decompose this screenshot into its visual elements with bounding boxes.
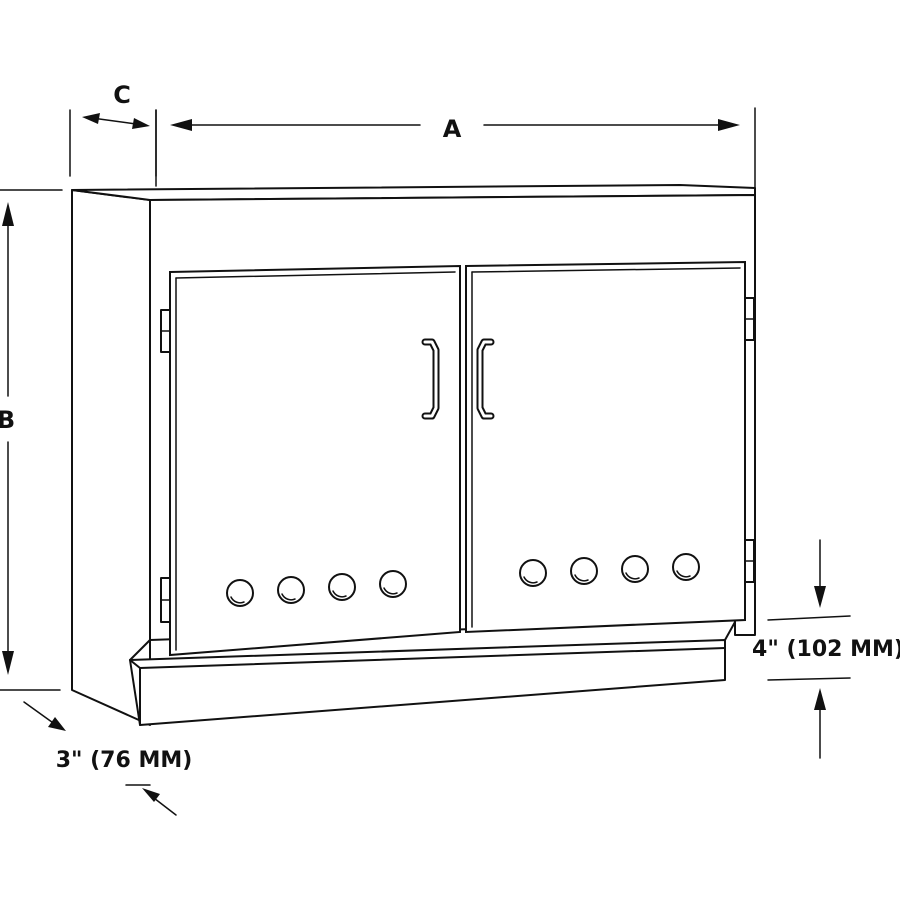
dimension-label-toe-kick-height: 4" (102 MM) [752, 637, 900, 662]
left-door-vent-rim [281, 593, 296, 601]
right-door-vent-rim [574, 574, 589, 582]
left-door [160, 264, 461, 657]
dimension-a: A [155, 107, 756, 189]
toe-kick [129, 639, 726, 726]
dimension-label-b: B [0, 406, 15, 434]
dimension-label-a: A [443, 115, 462, 143]
left-door-handle [421, 338, 440, 420]
left-door-vent-rim [332, 590, 347, 598]
dimension-toe-kick-height: 4" (102 MM) [752, 539, 900, 759]
dimension-c: C [69, 81, 157, 177]
dimension-toe-kick-depth: 3" (76 MM) [23, 701, 193, 816]
right-door [465, 260, 755, 634]
left-door-vent-rim [230, 596, 245, 604]
left-door-vent-rim [383, 587, 398, 595]
right-door-vent-rim [676, 570, 691, 578]
right-door-vents [519, 553, 700, 587]
left-door-vents [226, 570, 407, 607]
side-panel [71, 189, 151, 726]
dimension-label-c: C [113, 81, 131, 109]
right-door-handle [476, 338, 495, 420]
dimension-label-toe-kick-depth: 3" (76 MM) [56, 748, 193, 773]
dimension-b: B [0, 189, 63, 691]
right-door-vent-rim [523, 576, 538, 584]
right-door-vent-rim [625, 572, 640, 580]
